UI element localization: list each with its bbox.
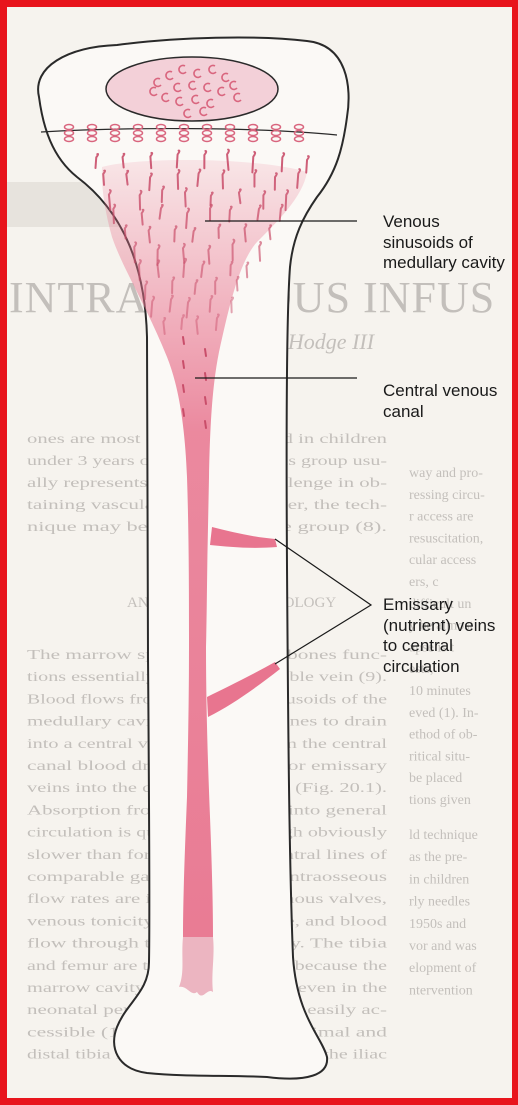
background-right-column-line: tions given: [409, 793, 471, 808]
label-venous-sinusoids: Venous sinusoids of medullary cavity: [383, 212, 511, 274]
background-right-column-line: be placed: [409, 771, 462, 786]
background-right-column-line: cular access: [409, 553, 476, 568]
background-right-column-line: resuscitation,: [409, 531, 483, 546]
background-right-column-lines: way and pro-ressing circu-r access are re…: [409, 466, 485, 998]
background-right-column-line: eved (1). In-: [409, 706, 479, 721]
canal-frayed-tip: [179, 937, 214, 996]
background-right-column-line: ld technique: [409, 828, 478, 843]
background-right-column-line: way and pro-: [409, 466, 483, 481]
background-right-column-line: 1950s and: [409, 917, 466, 932]
diagram-page: INTRAOSSEOUS INFUS Dee Hodge III ANATOMY…: [7, 7, 512, 1098]
background-right-column-line: ers, c: [409, 575, 439, 590]
sinusoid-mark: [183, 337, 184, 344]
background-right-column-line: rly needles: [409, 895, 470, 910]
sinusoid-mark: [205, 421, 206, 428]
background-right-column-line: ntervention: [409, 983, 473, 998]
background-right-column-line: 10 minutes: [409, 684, 471, 699]
background-right-column-line: r access are: [409, 510, 474, 525]
sinusoid-mark: [183, 385, 184, 392]
background-right-column-line: ressing circu-: [409, 488, 485, 503]
label-emissary-veins: Emissary (nutrient) veins to central cir…: [383, 595, 511, 677]
background-right-column-line: vor and was: [409, 939, 477, 954]
background-right-column-line: elopment of: [409, 961, 477, 976]
background-right-column-line: ethod of ob-: [409, 728, 478, 743]
sinusoid-mark: [205, 349, 206, 356]
sinusoid-mark: [205, 373, 206, 380]
background-right-column-line: ritical situ-: [409, 749, 470, 764]
sinusoid-mark: [183, 361, 184, 368]
background-right-column-line: as the pre-: [409, 850, 468, 865]
label-central-venous-canal: Central venous canal: [383, 381, 511, 422]
sinusoid-mark: [183, 409, 184, 416]
background-right-column-line: in children: [409, 872, 469, 887]
sinusoid-mark: [205, 397, 206, 404]
bone-diagram: INTRAOSSEOUS INFUS Dee Hodge III ANATOMY…: [7, 7, 512, 1098]
